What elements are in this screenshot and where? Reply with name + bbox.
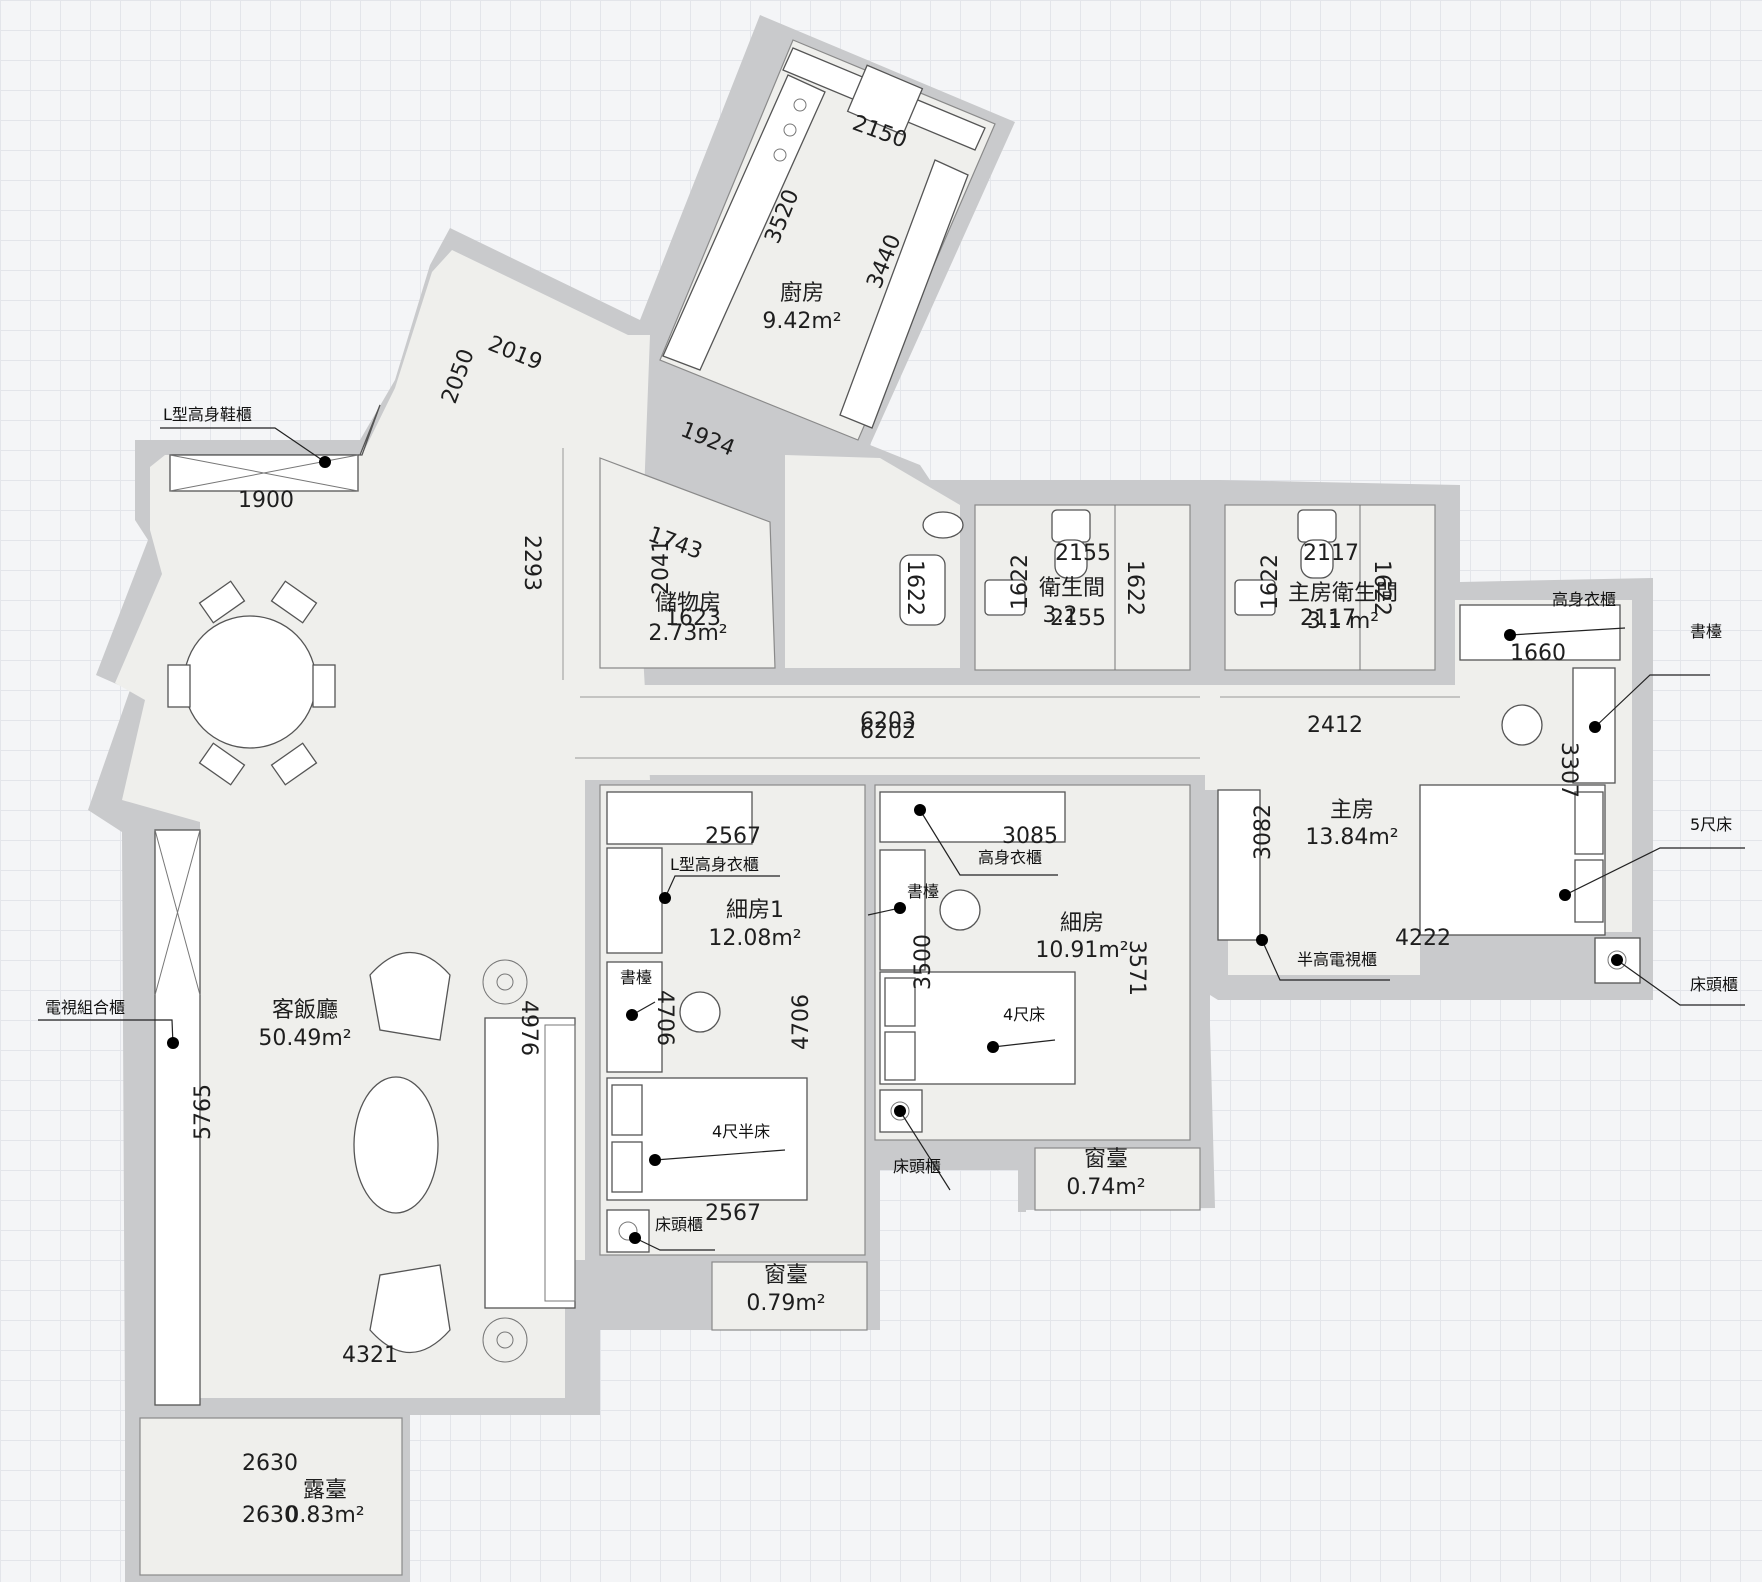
callout-bed-5ft: 5尺床	[1690, 815, 1732, 834]
room-bay2-area: 0.74m²	[1066, 1175, 1145, 1200]
balcony-area	[139, 1417, 403, 1576]
room-storage-name: 儲物房	[655, 591, 721, 616]
callout-tall-wardrobe-br2: 高身衣櫃	[978, 848, 1042, 867]
bathroom-area	[974, 504, 1191, 671]
dim-living-4321: 4321	[342, 1343, 398, 1368]
storage-area	[599, 457, 776, 669]
dim-master-4222: 4222	[1395, 926, 1451, 951]
dim-corridor-6202: 6202	[860, 719, 916, 744]
room-bay1-area: 0.79m²	[746, 1291, 825, 1316]
room-kitchen-area: 9.42m²	[762, 309, 841, 334]
room-mbath-name: 主房衛生間	[1288, 581, 1398, 606]
room-bathroom-name: 衛生間	[1039, 576, 1105, 601]
room-bay1-name: 窗臺	[764, 1263, 808, 1288]
corridor-area	[585, 685, 1205, 775]
wc-area	[785, 455, 964, 668]
room-bathroom-area: 3.2	[1043, 603, 1078, 628]
room-master-name: 主房	[1330, 798, 1374, 823]
room-storage-area: 2.73m²	[648, 621, 727, 646]
dim-living-2293: 2293	[519, 535, 544, 591]
master-bedroom-area	[1205, 600, 1641, 984]
dim-mbath-1622a: 1622	[1258, 554, 1283, 610]
callout-bedside-master: 床頭櫃	[1690, 975, 1738, 994]
living-furniture	[154, 404, 576, 1406]
dim-corridor-6203: 6203	[860, 709, 916, 734]
dim-storage-2041: 2041	[649, 539, 674, 595]
dim-mbath-2117: 2117	[1303, 541, 1359, 566]
dim-master-1660: 1660	[1510, 641, 1566, 666]
room-balcony-area: 0.83m²	[285, 1503, 364, 1528]
bedroom1-area	[599, 784, 866, 1256]
room-balcony-name: 露臺	[303, 1478, 347, 1503]
dim-br1-4706a: 4706	[652, 990, 677, 1046]
callouts: L型高身鞋櫃 電視組合櫃 高身衣櫃 書檯 5尺床 半高電視櫃 床頭櫃 L型高身衣…	[38, 405, 1745, 1251]
dim-storage-1623: 1623	[665, 606, 721, 631]
room-br1-name: 細房1	[726, 898, 784, 923]
kitchen-area	[659, 39, 996, 441]
callout-bedside-br2: 床頭櫃	[893, 1157, 941, 1176]
room-br1-area: 12.08m²	[708, 926, 801, 951]
master-bathroom-area	[1224, 504, 1436, 671]
dim-balcony-2630b: 2630	[242, 1503, 298, 1528]
dim-bath-1622b: 1622	[1008, 554, 1033, 610]
bay-window1-area	[711, 1261, 868, 1331]
bedroom2-area	[874, 784, 1191, 1141]
callout-tall-wardrobe-master: 高身衣櫃	[1552, 590, 1616, 609]
callout-half-tv-cabinet: 半高電視櫃	[1297, 950, 1377, 969]
dim-bath-1622c: 1622	[1122, 560, 1147, 616]
dim-mbath-2117b: 2117	[1300, 606, 1356, 631]
dim-master-3082: 3082	[1251, 804, 1276, 860]
callout-desk-br2: 書檯	[907, 882, 939, 901]
room-living-area: 50.49m²	[258, 1026, 351, 1051]
room-br2-name: 細房	[1060, 911, 1104, 936]
callout-l-wardrobe: L型高身衣櫃	[670, 855, 759, 874]
callout-shoe-cabinet: L型高身鞋櫃	[163, 405, 252, 424]
room-living-name: 客飯廳	[272, 998, 338, 1023]
dim-living-5765: 5765	[191, 1084, 216, 1140]
dim-br1-4706b: 4706	[789, 994, 814, 1050]
room-labels: 客飯廳 50.49m² 廚房 9.42m² 儲物房 2.73m² 衛生間 3.2…	[258, 281, 1398, 1528]
bay-window2-area	[1034, 1147, 1201, 1211]
callout-bedside-br1: 床頭櫃	[655, 1215, 703, 1234]
room-master-area: 13.84m²	[1305, 825, 1398, 850]
dimension-guides	[562, 448, 1460, 759]
callout-desk-master: 書檯	[1690, 622, 1722, 641]
room-br2-area: 10.91m²	[1035, 938, 1128, 963]
callout-bed-4ft: 4尺床	[1003, 1005, 1045, 1024]
dim-br1-2567: 2567	[705, 824, 761, 849]
dim-bath-2155b: 2155	[1050, 606, 1106, 631]
dim-wc-1622: 1622	[902, 560, 927, 616]
dim-balcony-2630a: 2630	[242, 1451, 298, 1476]
dim-master-2412: 2412	[1307, 713, 1363, 738]
room-bay2-name: 窗臺	[1084, 1147, 1128, 1172]
room-kitchen-name: 廚房	[780, 281, 824, 306]
dim-shoe-1900: 1900	[238, 488, 294, 513]
callout-tv-unit: 電視組合櫃	[45, 998, 125, 1017]
dim-living-4976: 4976	[516, 1000, 541, 1056]
dim-master-3307: 3307	[1556, 742, 1581, 798]
dim-br2-3571: 3571	[1124, 940, 1149, 996]
room-mbath-area: 3.1 m²	[1307, 609, 1379, 634]
callout-desk-br1: 書檯	[620, 968, 652, 987]
callout-bed-4-5ft: 4尺半床	[712, 1122, 770, 1141]
dim-bath-2155: 2155	[1055, 541, 1111, 566]
dim-br2-3500: 3500	[911, 934, 936, 990]
dim-mbath-1622b: 1622	[1369, 560, 1394, 616]
dim-br2-3085: 3085	[1002, 824, 1058, 849]
dim-br1-2567b: 2567	[705, 1201, 761, 1226]
